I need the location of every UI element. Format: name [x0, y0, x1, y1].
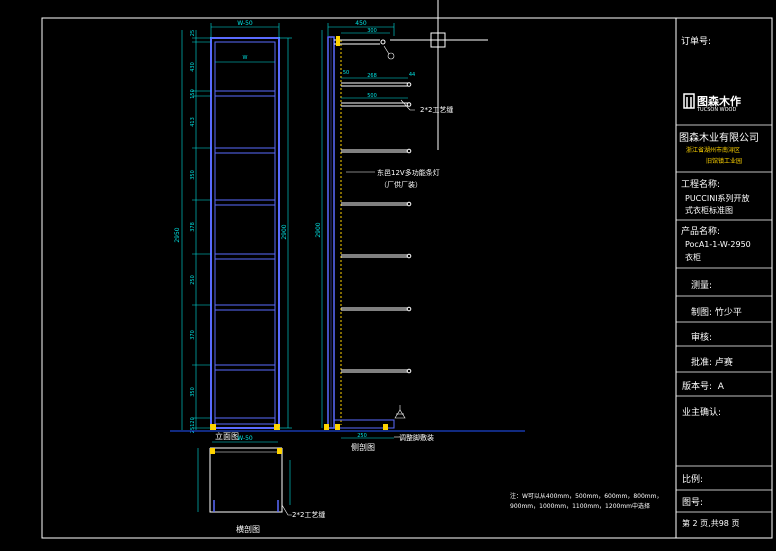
dim-inner-width: W [243, 55, 248, 61]
dim-side-detail-1: 268 [367, 73, 377, 79]
company-address-1: 浙江省湖州市南浔区 [686, 147, 741, 154]
dim-left-segment-4: 350 [190, 170, 196, 180]
callout-joint-plan: 2*2工艺缝 [292, 510, 325, 519]
detail-callout-circle [387, 52, 395, 60]
company-address-2: 旧馆镇工业园 [706, 158, 743, 165]
dim-side-height: 2900 [315, 222, 322, 237]
dim-left-segment-2: 150 [190, 89, 196, 99]
callout-light-note: （厂供厂装） [380, 180, 422, 189]
width-options-note-1: 注：W可以从400mm，500mm，600mm，800mm， [510, 492, 663, 500]
dim-side-detail-2: 44 [409, 72, 415, 78]
width-options-note-2: 900mm，1000mm，1100mm，1200mm中选择 [510, 502, 650, 510]
side-leaders [346, 99, 415, 438]
dim-inner-height: 2900 [281, 224, 288, 239]
plan-view-label: 横剖图 [236, 524, 260, 534]
project-name-value-2: 式衣柜标准图 [685, 206, 733, 215]
order-number-label: 订单号: [681, 37, 712, 47]
dim-left-segment-0: 25 [190, 30, 196, 36]
company-name: 图森木业有限公司 [679, 133, 759, 144]
front-foot-right [274, 424, 280, 430]
dim-left-segment-labels: 25 430 150 413 350 378 250 370 350 120 2… [190, 30, 196, 433]
title-block-frame [675, 17, 773, 539]
version-field: 版本号: A [682, 382, 724, 392]
dim-side-depth-details [341, 32, 408, 439]
callout-joint-side: 2*2工艺缝 [420, 105, 453, 114]
front-foot-left [210, 424, 216, 430]
plan-section: W-50 2*2工艺缝 横剖图 [197, 435, 325, 534]
dim-side-depth: 450 [355, 20, 367, 27]
project-name-label: 工程名称: [681, 180, 721, 190]
side-top-rod [334, 39, 386, 45]
callout-light: 东邑12V多功能条灯 [377, 168, 440, 177]
dim-left-segment-1: 430 [190, 62, 196, 72]
measure-field: 测量: [691, 281, 713, 291]
logo-text-cn: 图森木作 [697, 95, 741, 108]
approve-field: 批准: 卢赛 [691, 358, 733, 368]
dim-left-segment-8: 350 [190, 387, 196, 397]
callout-foot: 调整脚敷装 [399, 433, 434, 442]
product-name-value-2: 衣柜 [685, 253, 701, 262]
crosshair-cursor[interactable] [390, 0, 488, 150]
dim-total-height: 2950 [174, 227, 181, 242]
page-indicator: 第 2 页,共98 页 [682, 519, 740, 528]
side-view-label: 侧剖图 [351, 442, 375, 452]
dim-front-width: W-50 [237, 20, 253, 27]
dim-left-segment-7: 370 [190, 330, 196, 340]
front-shelves [214, 90, 276, 425]
dim-side-detail-3: 50 [343, 70, 349, 76]
owner-confirm-field: 业主确认: [682, 408, 722, 418]
product-name-value-1: PocA1-1-W-2950 [685, 240, 751, 249]
adjustable-foot-detail [394, 405, 406, 419]
logo-text-en: TUCSON WOOD [697, 107, 737, 113]
dim-side-detail-5: 250 [357, 433, 367, 439]
scale-field: 比例: [682, 475, 704, 485]
title-block [676, 124, 772, 513]
plan-outline [209, 448, 283, 513]
dim-plan-width: W-50 [237, 435, 253, 442]
front-cabinet-inner [214, 41, 276, 425]
front-view-label: 立面图 [215, 431, 239, 441]
side-plinth [333, 419, 395, 429]
drawing-frame [41, 17, 773, 539]
front-cabinet-outer [210, 37, 280, 429]
product-name-label: 产品名称: [681, 227, 721, 237]
side-hanging-rods [341, 82, 412, 374]
company-logo-icon [683, 93, 695, 109]
project-name-value-1: PUCCINI系列开放 [685, 194, 750, 203]
dim-left-segment-6: 250 [190, 275, 196, 285]
front-elevation: W W-50 2950 25 430 150 [174, 20, 292, 441]
dim-side-detail-0: 300 [367, 28, 377, 34]
dim-left-segment-ticks [192, 37, 211, 429]
side-section: 2900 450 300 268 44 50 500 250 2*2工艺缝 东邑… [315, 20, 453, 452]
dim-left-segment-3: 413 [190, 117, 196, 127]
drafter-field: 制图: 竹少平 [691, 308, 742, 318]
dim-side-detail-4: 500 [367, 93, 377, 99]
dim-left-segment-9: 120 [190, 417, 196, 427]
dim-left-segment-10: 25 [190, 427, 196, 433]
drawing-number-field: 图号: [682, 498, 704, 508]
review-field: 审核: [691, 333, 713, 343]
dim-left-segment-5: 378 [190, 222, 196, 232]
